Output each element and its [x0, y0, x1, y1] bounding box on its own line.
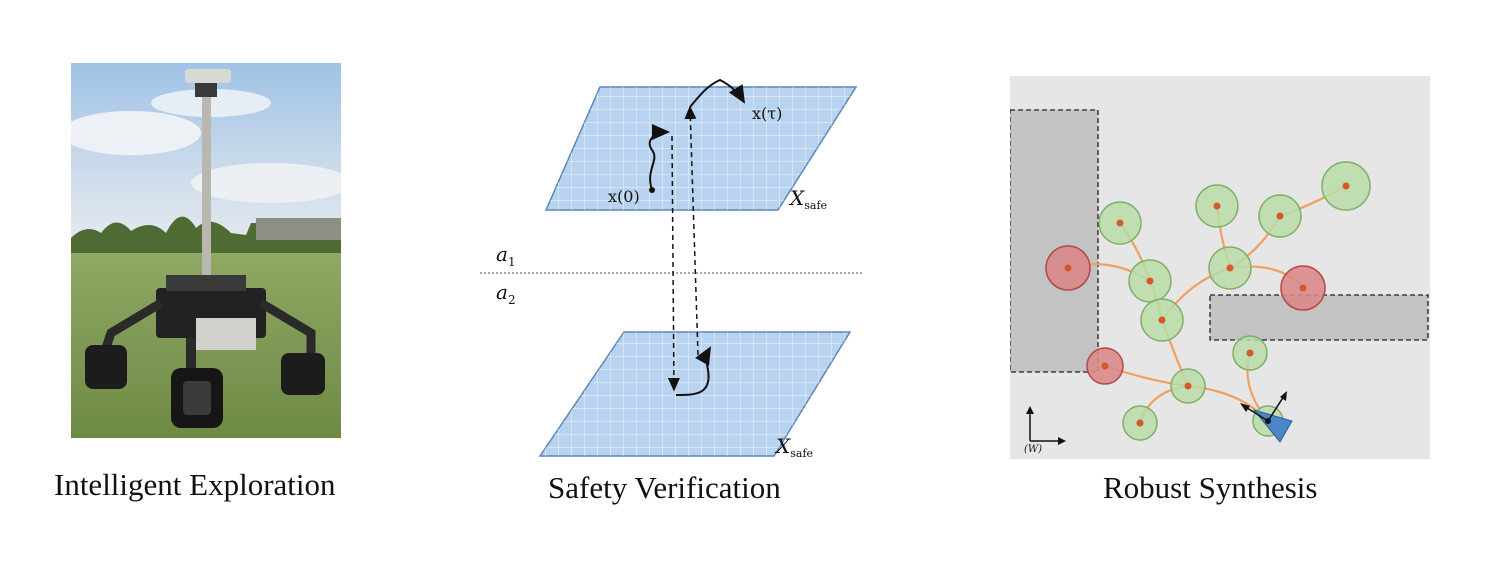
rover-camera: [185, 69, 231, 83]
safety-verification-diagram: x(0) x(τ) Xsafe Xsafe a1 a2: [480, 70, 880, 470]
caption-robust-synthesis: Robust Synthesis: [1103, 470, 1317, 506]
label-a1: a1: [496, 242, 516, 269]
label-x0: x(0): [608, 187, 640, 206]
label-xtau: x(τ): [752, 104, 782, 123]
rover-panel: [196, 318, 256, 350]
world-frame-label: (W): [1024, 444, 1042, 455]
label-xsafe-bottom: Xsafe: [774, 434, 813, 460]
rover-wheel: [85, 345, 127, 389]
rover-camera-mount: [195, 83, 217, 97]
caption-safety-verification: Safety Verification: [548, 470, 781, 506]
building: [256, 218, 341, 240]
label-xsafe-top: Xsafe: [788, 186, 827, 212]
rover-photo: [71, 63, 341, 438]
rover-photo-panel: [71, 63, 341, 438]
rover-wheel: [281, 353, 325, 395]
obstacle-left: [1010, 110, 1098, 372]
caption-intelligent-exploration: Intelligent Exploration: [54, 467, 336, 503]
label-a2: a2: [496, 280, 516, 307]
rover-wheel-hub: [183, 381, 211, 415]
rover-top-plate: [166, 275, 246, 291]
rover-mast: [202, 93, 211, 293]
robust-synthesis-map: (W): [1010, 76, 1430, 459]
safe-plane-top-grid: [546, 87, 856, 210]
